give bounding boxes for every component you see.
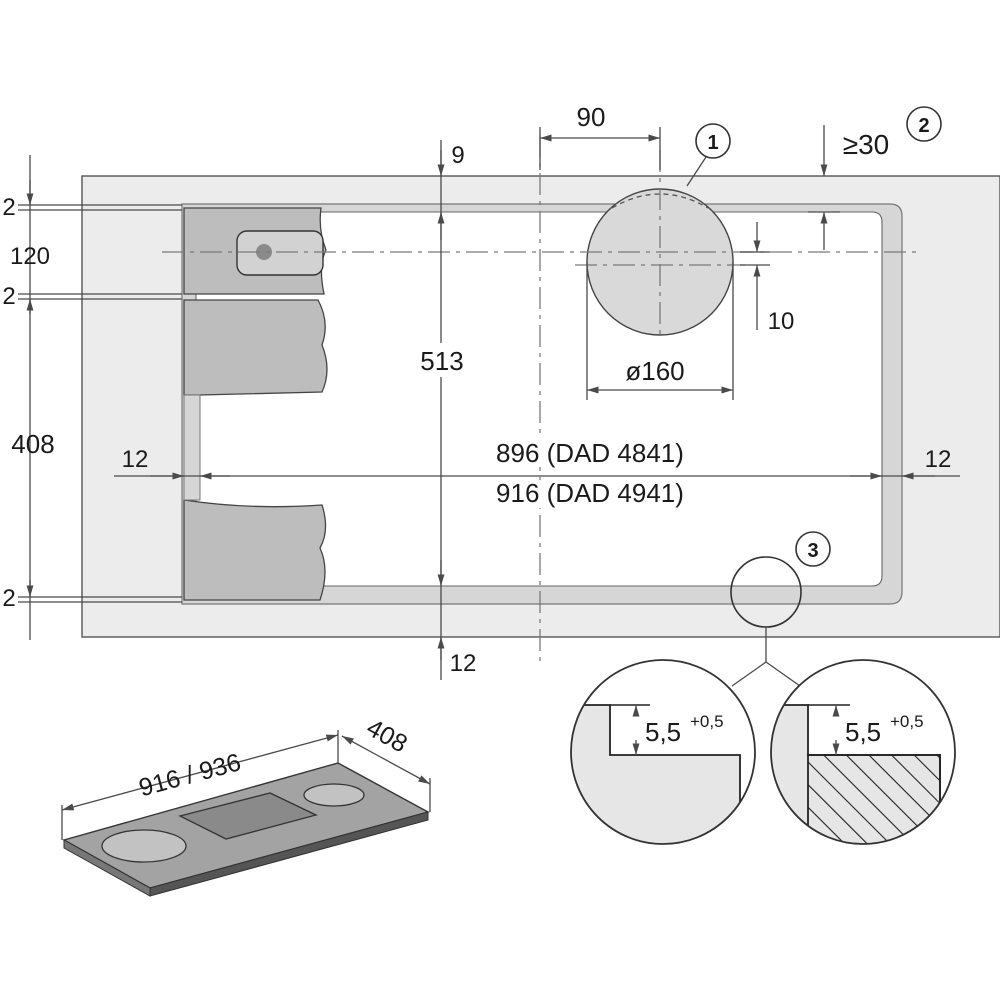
dim-513: 513 <box>420 346 463 376</box>
callout-2 <box>906 106 942 142</box>
dim-min-30: ≥30 <box>843 129 890 160</box>
cabinet-lower-front <box>183 499 327 601</box>
dim-2-bottom: 2 <box>2 585 15 612</box>
detail-b-tolerance: +0,5 <box>890 712 924 731</box>
vent-dashed-arc <box>611 193 709 209</box>
detail-a-dimension: 5,5 <box>645 717 681 747</box>
dim-12-bottom: 12 <box>450 650 477 677</box>
dim-width-896: 896 (DAD 4841) <box>496 438 684 468</box>
callout-1 <box>695 123 731 159</box>
dim-2-mid: 2 <box>2 283 15 310</box>
cooking-zone-right <box>303 783 365 807</box>
detail-a-tolerance: +0,5 <box>690 712 724 731</box>
detail-b <box>771 660 955 844</box>
svg-text:2: 2 <box>918 115 929 137</box>
dim-408: 408 <box>11 429 54 459</box>
callout-3 <box>795 531 831 567</box>
detail-b-dimension: 5,5 <box>845 717 881 747</box>
handle-recess <box>236 230 324 276</box>
dim-120: 120 <box>10 243 50 270</box>
dim-2-top: 2 <box>2 194 15 221</box>
dim-width-916: 916 (DAD 4941) <box>496 478 684 508</box>
dim-12-left: 12 <box>122 446 149 473</box>
svg-text:1: 1 <box>707 132 718 154</box>
dim-9: 9 <box>451 142 464 169</box>
detail-a <box>571 660 755 844</box>
dim-12-right: 12 <box>925 446 952 473</box>
cabinet-upper-front <box>183 299 328 396</box>
side-gap <box>183 394 201 501</box>
dim-10: 10 <box>768 308 795 335</box>
handle-knob <box>256 244 272 260</box>
hob-isometric <box>62 762 430 897</box>
svg-text:3: 3 <box>807 540 818 562</box>
dim-90: 90 <box>577 102 606 132</box>
cooking-zone-left <box>101 829 187 863</box>
dim-diameter-160: ø160 <box>625 356 684 386</box>
